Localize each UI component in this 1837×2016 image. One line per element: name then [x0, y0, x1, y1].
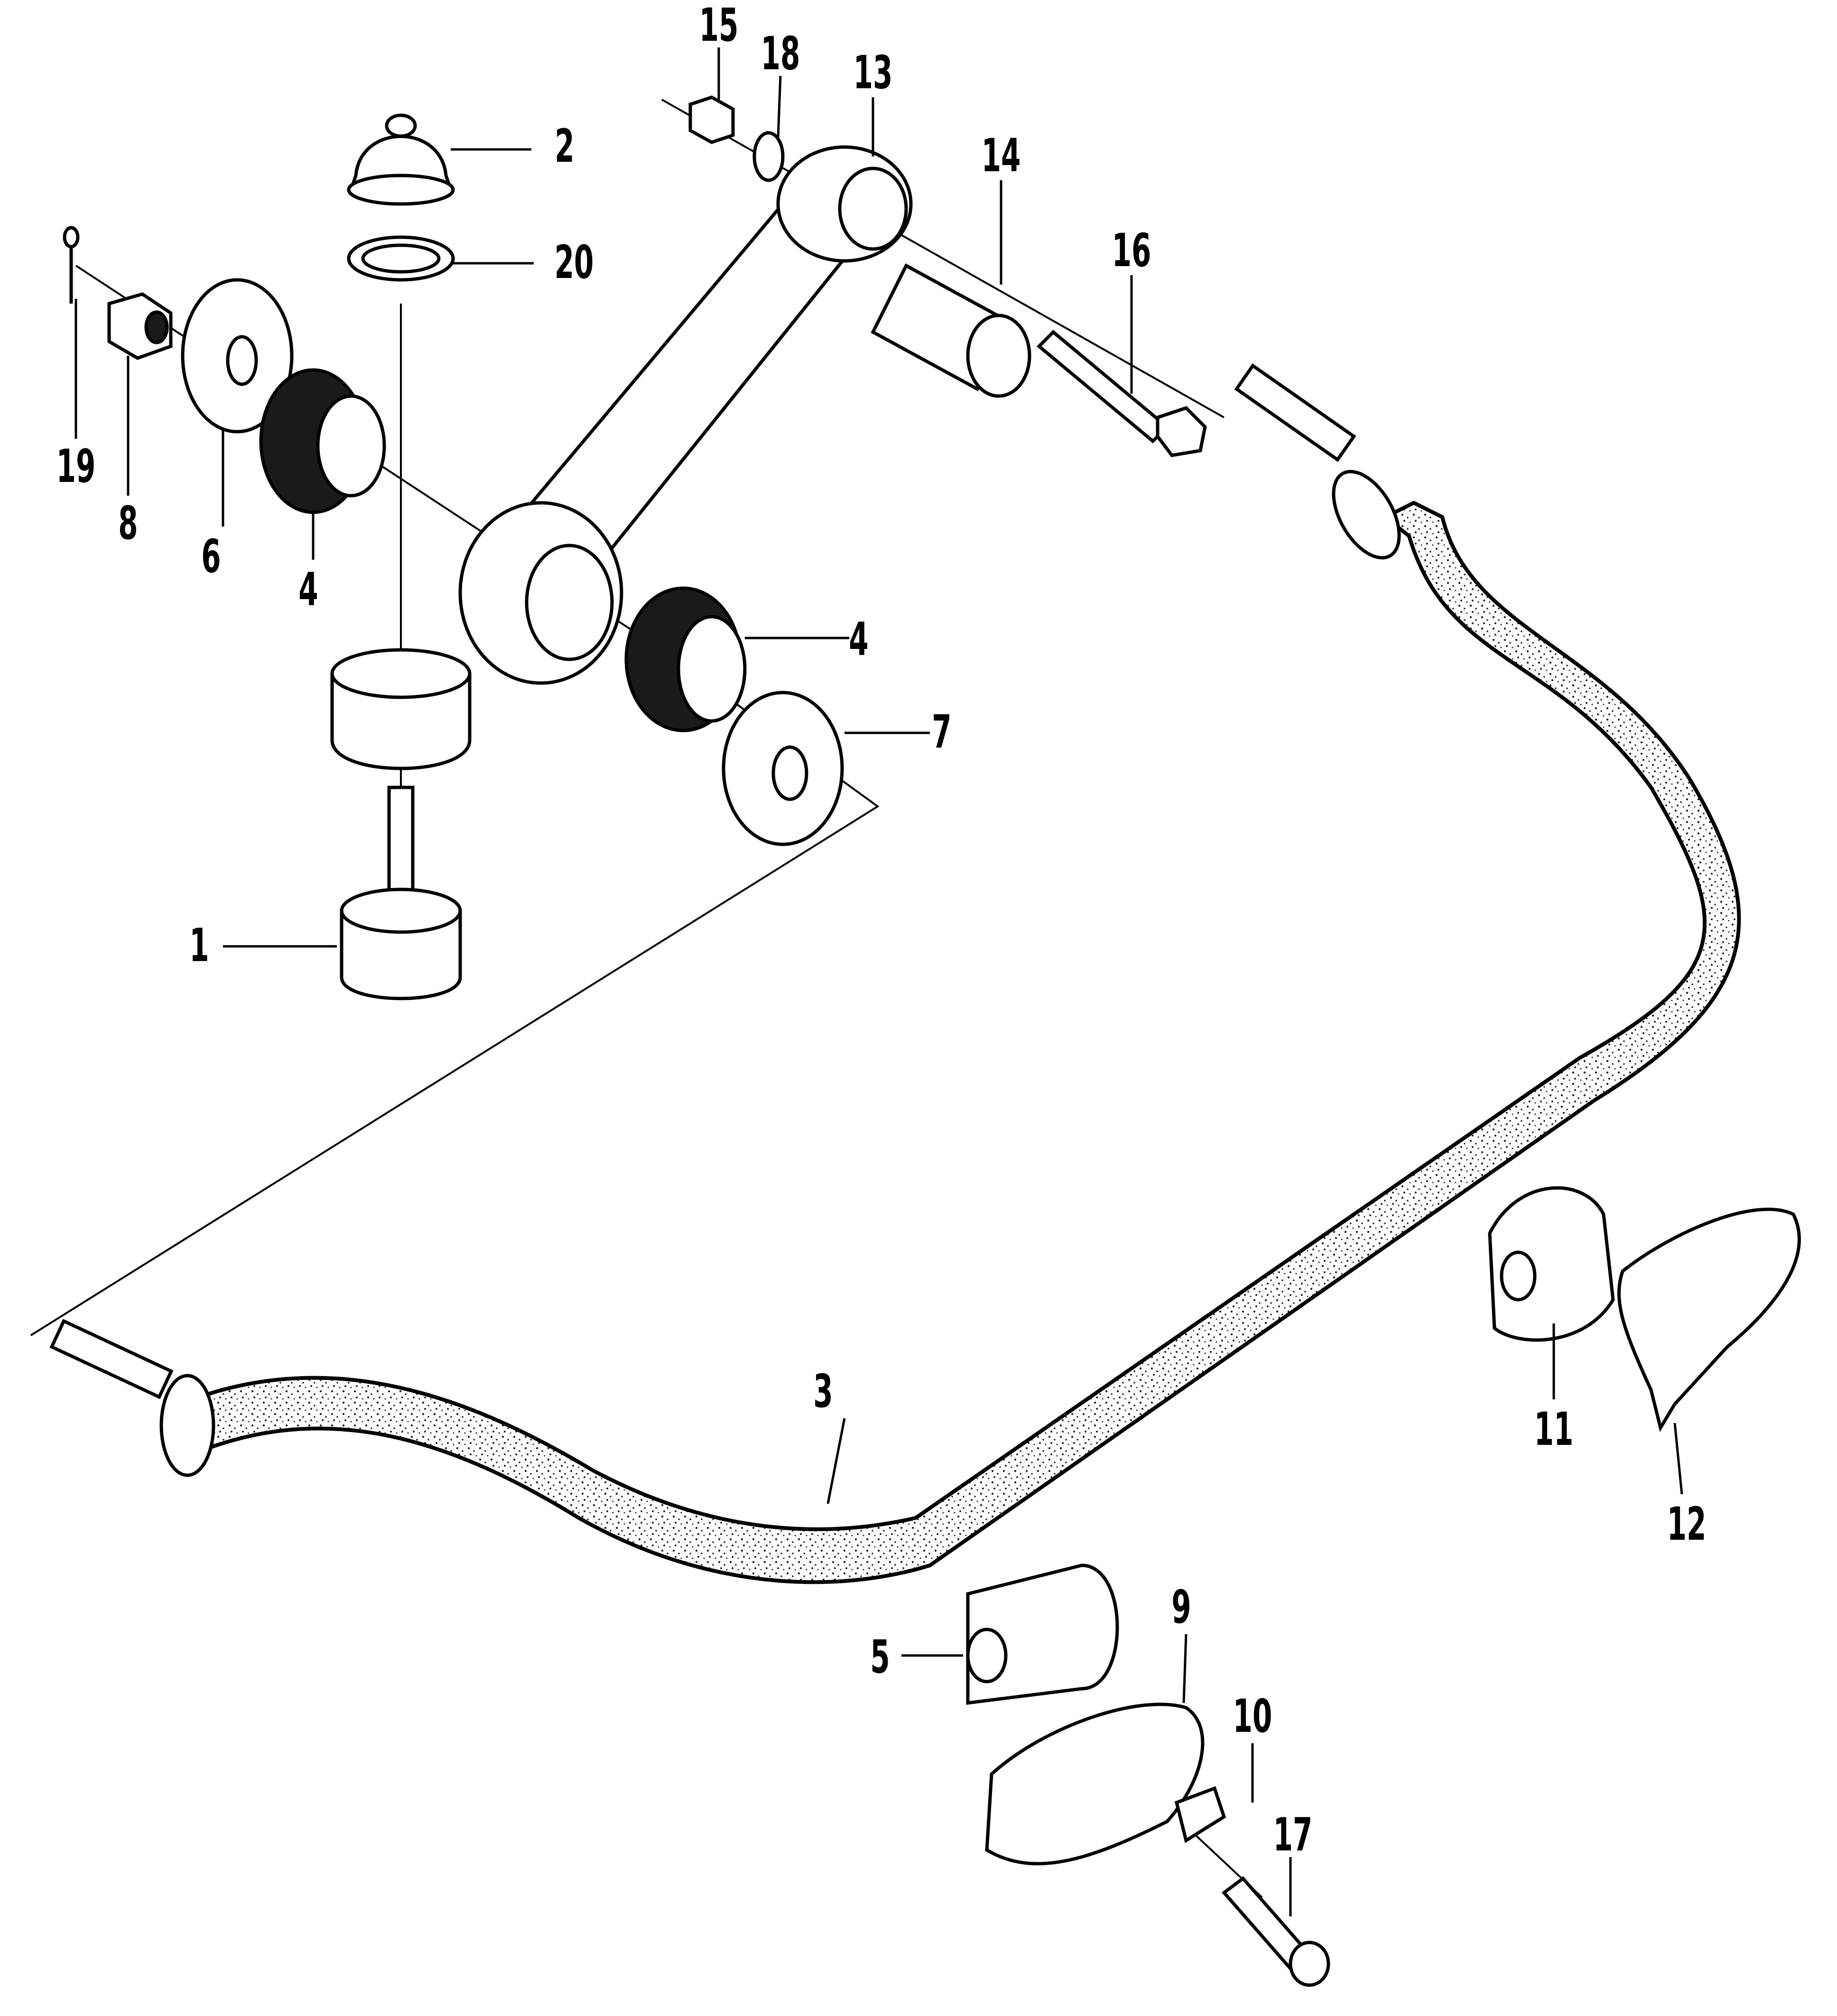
stabilizer-bushing-11: [1488, 1186, 1615, 1342]
callout-12: 12: [1667, 1498, 1707, 1551]
ball-joint: [340, 786, 462, 1000]
callout-11: 11: [1534, 1403, 1574, 1456]
bushing-14: [871, 263, 1031, 398]
callout-3: 3: [813, 1365, 833, 1418]
callout-15: 15: [699, 0, 739, 52]
dust-boot: [347, 113, 455, 206]
callout-8: 8: [118, 497, 138, 550]
callout-20: 20: [554, 236, 594, 289]
stabilizer-bar: [49, 363, 1741, 1584]
stabilizer-bushing-5: [966, 1563, 1119, 1705]
callout-4a: 4: [298, 563, 318, 616]
bolt-16: [1036, 330, 1207, 457]
callout-18: 18: [761, 27, 800, 80]
strut-rod: [458, 145, 913, 685]
callout-9: 9: [1171, 1581, 1191, 1634]
callout-17: 17: [1273, 1808, 1313, 1861]
callout-16: 16: [1112, 224, 1151, 277]
callout-19: 19: [56, 440, 96, 493]
bushing-4a: [259, 368, 386, 514]
callout-1: 1: [189, 919, 209, 972]
callout-10: 10: [1233, 1690, 1272, 1743]
washer-18: [752, 131, 785, 182]
bracket-9: [985, 1702, 1205, 1866]
washer-6: [181, 278, 294, 434]
callout-2: 2: [555, 120, 575, 173]
bushing-4b: [624, 586, 747, 732]
cotter-pin: [63, 226, 80, 304]
snap-ring: [347, 235, 455, 282]
castle-nut: [107, 292, 173, 360]
callout-7: 7: [932, 705, 952, 758]
callout-5: 5: [870, 1630, 890, 1683]
callout-14: 14: [981, 129, 1021, 182]
ball-joint-seat: [330, 648, 472, 770]
callout-6: 6: [201, 530, 221, 583]
bracket-12: [1617, 1207, 1801, 1433]
clip-nut-10: [1174, 1786, 1226, 1843]
bolt-17: [1221, 1876, 1330, 1987]
nut-15: [688, 95, 735, 144]
callout-13: 13: [853, 46, 893, 99]
callout-4b: 4: [849, 613, 869, 666]
leader-lines: [74, 47, 1683, 1916]
washer-7: [722, 691, 844, 846]
